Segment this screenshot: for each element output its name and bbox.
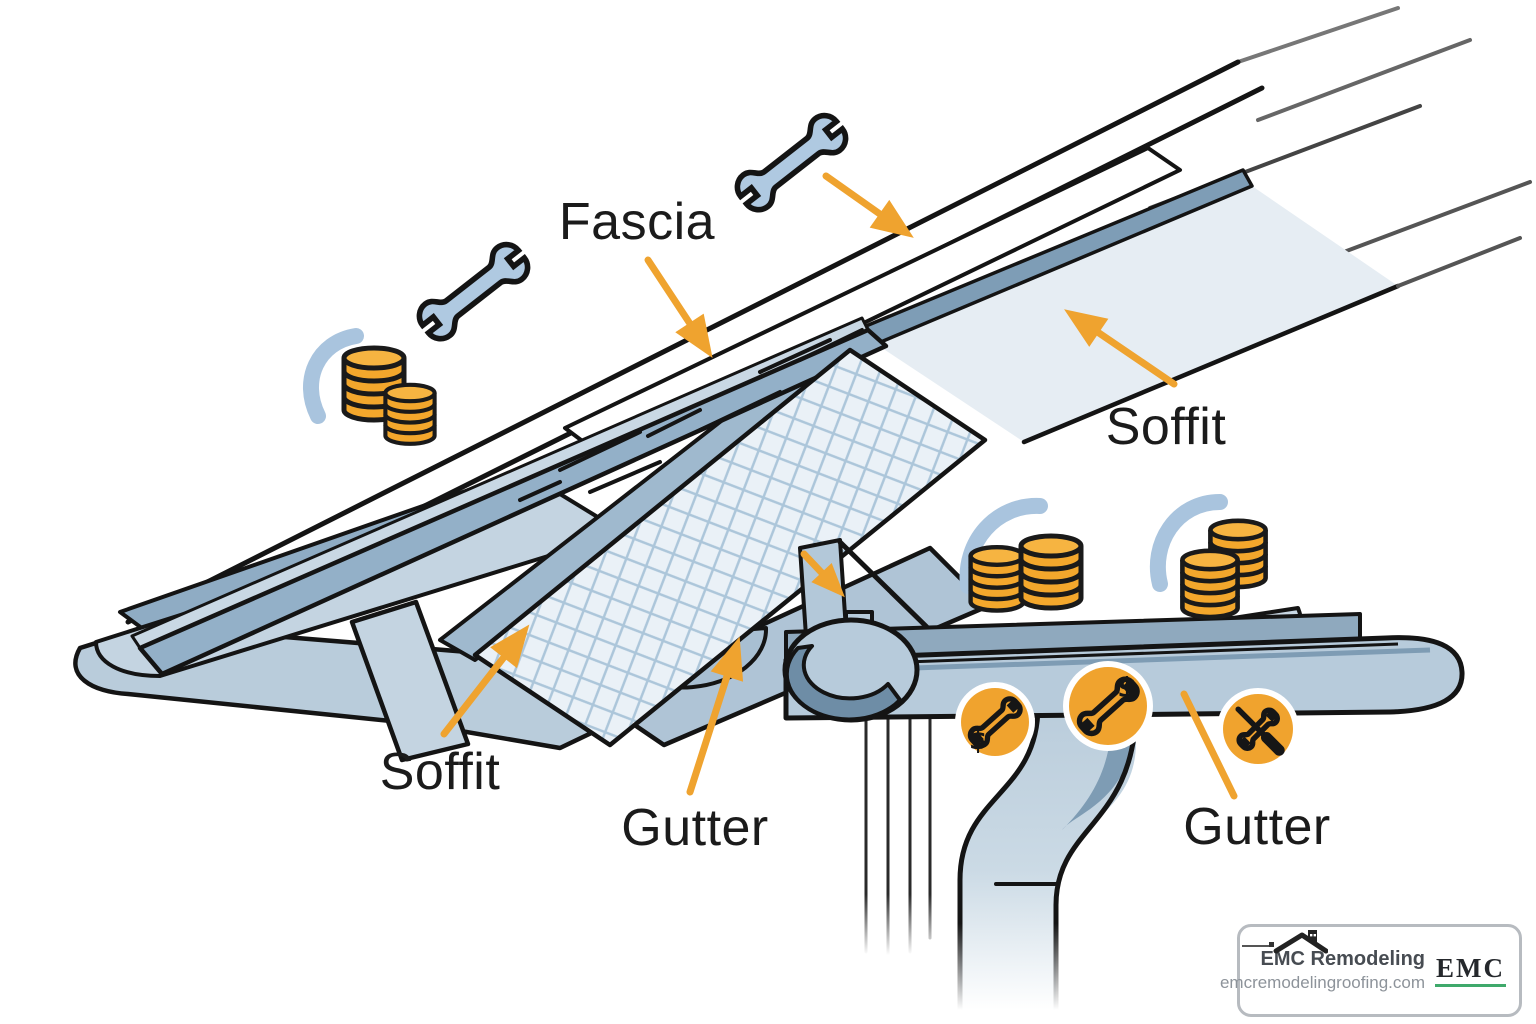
- crossed-tools-badge-icon: [1217, 688, 1299, 770]
- coin-stack-icon: [971, 547, 1024, 610]
- wrench-dollar-badge-icon: $: [1063, 661, 1153, 751]
- soffit-upper-arrow: [1064, 309, 1178, 388]
- wrench-icon: [731, 109, 851, 215]
- fascia-board: [130, 316, 889, 677]
- gutter-right-leader: [1180, 690, 1238, 800]
- roof-edge-arrow: [822, 172, 914, 238]
- branding-text: EMC Remodeling emcremodelingroofing.com: [1220, 947, 1425, 993]
- annotation-arrows: [440, 172, 1238, 800]
- coin-stack-icon: [1021, 536, 1081, 608]
- shingle-steps: [518, 328, 864, 502]
- branding-card: EMC Remodeling emcremodelingroofing.com …: [1220, 924, 1522, 1017]
- dollar-glyph: $: [1117, 671, 1136, 704]
- dollar-glyph: $: [969, 726, 987, 756]
- sheathing-crosshatch: [472, 347, 988, 748]
- wrench-icon: [413, 238, 533, 344]
- gutter-right-label: Gutter: [1183, 798, 1331, 856]
- coin-stack-icon: [1182, 551, 1237, 617]
- coin-stack-icon: [385, 385, 434, 444]
- soffit-lower-arrow: [440, 624, 530, 738]
- money-arc-icon: [303, 328, 1228, 594]
- soffit-panel: [864, 168, 1522, 445]
- soffit-lower-label: Soffit: [379, 743, 501, 801]
- gutter-cross-section: [782, 610, 920, 723]
- gutter-left-label: Gutter: [621, 799, 769, 857]
- money-icons: [303, 328, 1266, 617]
- emc-logo: EMC: [1242, 930, 1506, 987]
- water-lines: [864, 710, 932, 964]
- roof-logo-icon: [1242, 930, 1328, 954]
- wrench-dollar-badge-icon: $: [955, 682, 1035, 762]
- logo-wordmark: EMC: [1435, 954, 1506, 987]
- roof-structure: [73, 6, 1532, 763]
- fascia-label: Fascia: [558, 193, 716, 251]
- fascia-arrow: [644, 256, 713, 359]
- cost-badges: $ $: [955, 661, 1299, 770]
- website-url: emcremodelingroofing.com: [1219, 973, 1425, 993]
- soffit-upper-label: Soffit: [1105, 398, 1227, 456]
- company-name: EMC Remodeling: [1260, 948, 1425, 971]
- gutter-small-arrow: [800, 550, 845, 598]
- gutter-left-arrow: [686, 636, 744, 796]
